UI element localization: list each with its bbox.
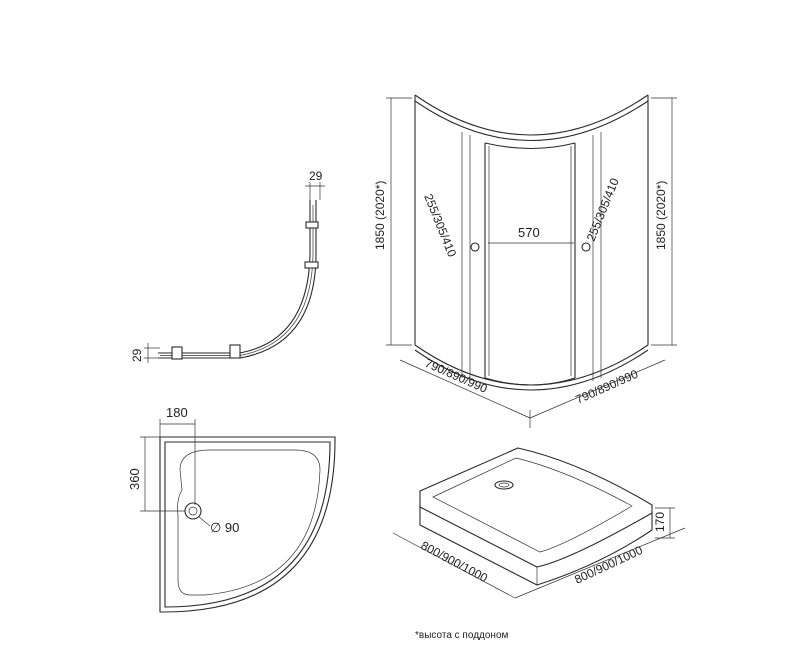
dim-drain-y: 360 — [127, 468, 142, 490]
tray-plan-view: ∅ 90 180 360 — [127, 405, 336, 613]
dim-side-29: 29 — [130, 348, 144, 362]
cabin-view: 570 255/305/410 255/305/410 1850 (2020*)… — [373, 94, 677, 428]
dim-base-left: 790/890/990 — [423, 356, 490, 396]
tray-drain-icon — [494, 480, 514, 490]
dim-drain-x: 180 — [166, 405, 188, 420]
dim-panel-left: 255/305/410 — [421, 192, 459, 259]
tray-iso-view: 170 800/900/1000 800/900/1000 — [392, 447, 686, 599]
dim-height-left: 1850 (2020*) — [373, 181, 387, 250]
dim-tray-height: 170 — [653, 512, 667, 532]
drain-icon — [184, 502, 202, 520]
dim-door-570: 570 — [518, 225, 540, 240]
profile-view: 29 29 — [130, 169, 325, 363]
dim-height-right: 1850 (2020*) — [654, 181, 668, 250]
dim-panel-right: 255/305/410 — [584, 176, 622, 243]
dim-top-29: 29 — [309, 169, 323, 183]
dim-drain-diameter: ∅ 90 — [210, 520, 239, 535]
dim-tray-left: 800/900/1000 — [419, 538, 491, 585]
footnote: *высота с поддоном — [415, 630, 509, 641]
